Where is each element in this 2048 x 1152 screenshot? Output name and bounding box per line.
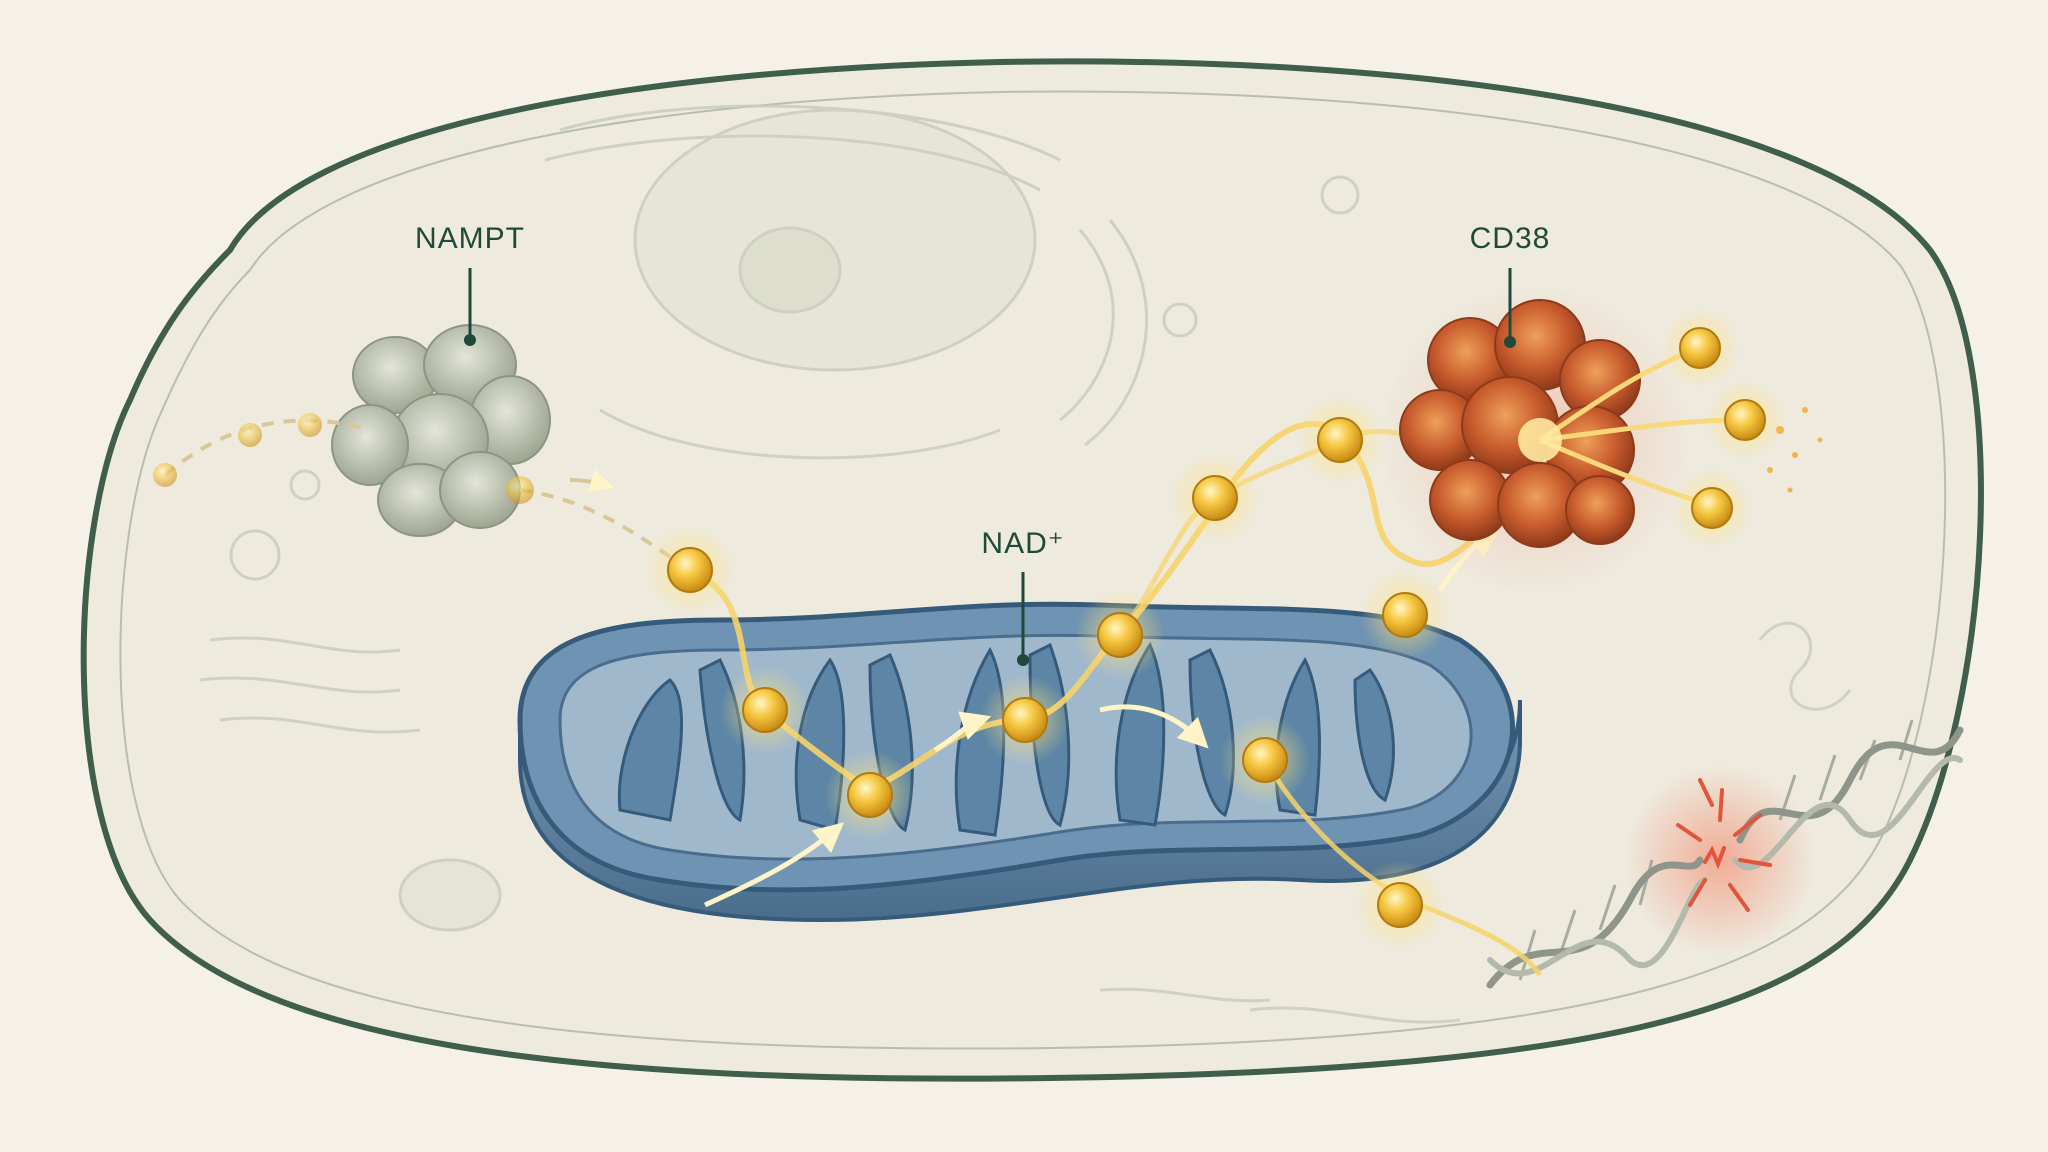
glowing-molecule-icon	[1220, 715, 1310, 805]
enzyme-blob-icon	[331, 324, 551, 537]
glowing-molecule-icon	[1660, 308, 1740, 388]
small-mitochondrion-icon	[398, 858, 502, 932]
leader-dot	[464, 334, 476, 346]
glowing-molecule-icon	[825, 750, 915, 840]
glowing-molecule-icon	[1170, 453, 1260, 543]
vesicle	[229, 529, 281, 581]
cell-inner-membrane	[119, 90, 1947, 1050]
dna-helix-icon	[1486, 719, 1964, 989]
er-lines	[199, 636, 1461, 1024]
vesicle	[1320, 175, 1360, 215]
nad-molecules	[153, 308, 1785, 950]
label-nad-text: NAD⁺	[981, 527, 1064, 560]
cd38-protein	[1380, 285, 1823, 595]
glowing-molecule-icon	[720, 665, 810, 755]
dna-strand-a	[1486, 726, 1964, 989]
label-nampt: NAMPT	[415, 222, 525, 346]
glowing-molecule-icon	[980, 675, 1070, 765]
label-cd38: CD38	[1470, 222, 1551, 348]
golgi-lines	[544, 104, 1149, 460]
glowing-molecule-icon	[153, 413, 534, 504]
label-nad: NAD⁺	[981, 527, 1064, 666]
arrow-icon	[933, 711, 992, 753]
enzyme-cluster-icon	[1399, 299, 1641, 548]
coiled-organelle	[1758, 621, 1852, 711]
glowing-molecule-icon	[645, 525, 735, 615]
background-organelles	[199, 104, 1852, 1024]
dna-break-icon	[1676, 778, 1772, 912]
nucleolus	[738, 226, 842, 314]
label-nampt-text: NAMPT	[415, 222, 525, 255]
glowing-molecule-icon	[1295, 395, 1385, 485]
leader-dot	[1017, 654, 1029, 666]
leader-dot	[1504, 336, 1516, 348]
cd38-active-site	[1518, 418, 1562, 462]
nucleus	[633, 108, 1037, 372]
arrow-icon	[569, 469, 615, 493]
arrow-icon	[1099, 704, 1209, 749]
nampt-protein	[331, 324, 551, 537]
dna-strand-b	[1487, 755, 1963, 977]
glowing-molecule-icon	[1360, 570, 1450, 660]
label-cd38-text: CD38	[1470, 222, 1551, 255]
glowing-molecule-icon	[1705, 380, 1785, 460]
glowing-molecule-icon	[1672, 468, 1752, 548]
glowing-molecule-icon	[1355, 860, 1445, 950]
vesicle	[289, 469, 321, 501]
vesicle	[1162, 302, 1198, 338]
glowing-molecule-icon	[1075, 590, 1165, 680]
arrow-icon	[703, 822, 845, 908]
